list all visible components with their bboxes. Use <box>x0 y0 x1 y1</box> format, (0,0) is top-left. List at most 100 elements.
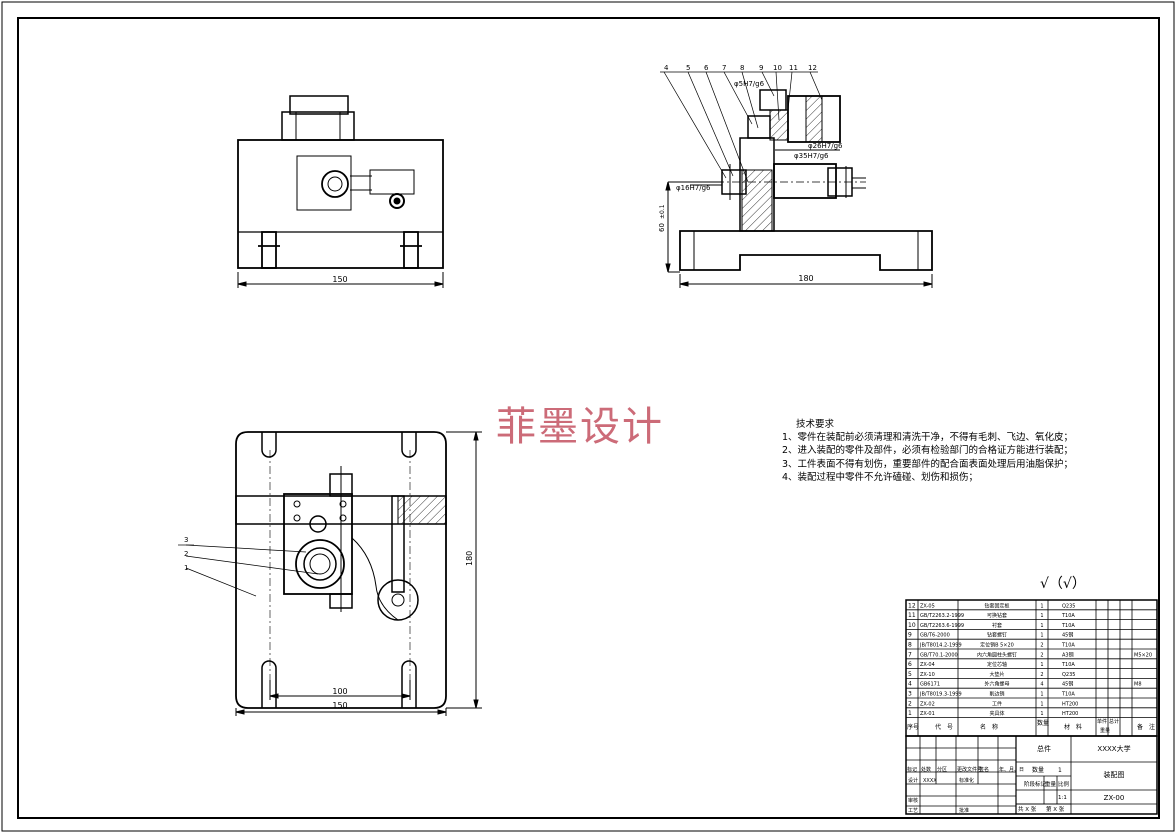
svg-text:装配图: 装配图 <box>1104 770 1125 779</box>
top-balloons: 3 2 1 <box>184 536 188 572</box>
requirement-item: 4、装配过程中零件不允许磕碰、划伤和损伤； <box>782 471 979 483</box>
bom-cell-mat: A3钢 <box>1062 651 1074 658</box>
bom-cell-no: 2 <box>908 700 912 707</box>
bom-cell-mat: T10A <box>1061 662 1075 668</box>
bom-cell-mat: T10A <box>1061 613 1075 619</box>
bom-cell-code: GB6171 <box>920 682 940 688</box>
bom-cell-name: 定位芯轴 <box>987 661 1007 668</box>
bom-cell-mat: T10A <box>1061 692 1075 698</box>
bom-cell-name: 外六角螺母 <box>984 681 1009 688</box>
bom-cell-code: JB/T8014.2-1999 <box>919 643 962 649</box>
bom-cell-name: 定位销B 5×20 <box>980 642 1014 649</box>
svg-text:更改文件号: 更改文件号 <box>957 766 982 773</box>
bom-cell-name: 工件 <box>992 700 1002 707</box>
bom-cell-no: 5 <box>908 671 912 678</box>
bom-cell-code: GB/T2263.2-1999 <box>920 613 964 619</box>
side-balloons: 4 5 6 7 8 9 10 11 12 <box>664 64 817 72</box>
bom-cell-qty: 2 <box>1040 643 1043 649</box>
bom-cell-no: 8 <box>908 642 912 649</box>
bom-cell-no: 3 <box>908 691 912 698</box>
svg-text:比例: 比例 <box>1058 780 1070 788</box>
bom-cell-name: 内六角圆柱头螺钉 <box>977 651 1017 658</box>
fit-label: φ5H7/g6 <box>734 80 765 88</box>
svg-text:名 称: 名 称 <box>980 723 998 731</box>
svg-text:2: 2 <box>184 550 188 558</box>
bom-cell-code: GB/T70.1-2000 <box>920 652 958 658</box>
dim-front-width: 150 <box>332 275 347 284</box>
title-block-text: 总件 XXXX大学 数量 1 装配图 阶段标记 重量 比例 1:1 ZX-00 … <box>907 744 1131 814</box>
svg-text:分区: 分区 <box>937 766 947 773</box>
fit-label: φ35H7/g6 <box>794 152 829 160</box>
svg-text:XXXX: XXXX <box>923 778 937 784</box>
requirement-item: 1、零件在装配前必须清理和清洗干净，不得有毛刺、飞边、氧化皮； <box>782 432 1074 444</box>
svg-text:1: 1 <box>1058 767 1062 774</box>
svg-text:重量: 重量 <box>1045 780 1057 788</box>
bom-cell-mat: HT200 <box>1062 701 1078 707</box>
bom-cell-qty: 1 <box>1040 692 1043 698</box>
svg-text:第 X 张: 第 X 张 <box>1046 805 1065 813</box>
front-view <box>237 95 444 288</box>
bom-cell-code: JB/T8019.3-1999 <box>919 692 962 698</box>
bom-cell-code: GB/T6-2000 <box>920 633 950 639</box>
svg-text:9: 9 <box>759 64 763 72</box>
svg-text:XXXX大学: XXXX大学 <box>1097 744 1130 753</box>
bom-cell-qty: 1 <box>1040 701 1043 707</box>
dim-top-height: 180 <box>465 551 474 566</box>
svg-text:单件: 单件 <box>1097 718 1107 725</box>
bom-cell-no: 12 <box>908 602 916 609</box>
technical-requirements: 技术要求 1、零件在装配前必须清理和清洗干净，不得有毛刺、飞边、氧化皮； 2、进… <box>782 418 1122 484</box>
svg-text:7: 7 <box>722 64 726 72</box>
dim-top-width: 150 <box>332 701 347 710</box>
fit-label: φ16H7/g6 <box>676 184 711 192</box>
bom-cell-mat: T10A <box>1061 623 1075 629</box>
top-view <box>178 431 482 716</box>
bom-cell-qty: 4 <box>1040 682 1043 688</box>
svg-text:总件: 总件 <box>1037 744 1051 753</box>
svg-text:12: 12 <box>808 64 817 72</box>
bom-cell-qty: 1 <box>1040 613 1043 619</box>
bom-cell-qty: 1 <box>1040 633 1043 639</box>
svg-text:总计: 总计 <box>1109 718 1119 725</box>
svg-text:设计: 设计 <box>908 777 918 784</box>
svg-text:11: 11 <box>789 64 798 72</box>
bom-cell-code: ZX-04 <box>920 662 935 668</box>
svg-text:数量: 数量 <box>1032 766 1044 774</box>
surface-roughness-note: √（√） <box>1040 576 1086 592</box>
bom-cell-mat: Q235 <box>1062 672 1075 678</box>
bom-header: 序号 代 号 名 称 数量 材 料 单件 总计 重量 备 注 <box>907 718 1155 734</box>
bom-table <box>905 599 1158 737</box>
svg-text:标准化: 标准化 <box>959 777 974 784</box>
bom-cell-qty: 1 <box>1040 603 1043 609</box>
bom-cell-name: 衬套 <box>992 622 1002 629</box>
bom-cell-mat: Q235 <box>1062 603 1075 609</box>
bom-cell-no: 10 <box>908 622 916 629</box>
bom-cell-qty: 1 <box>1040 711 1043 717</box>
requirements-title: 技术要求 <box>796 419 835 430</box>
bom-cell-no: 9 <box>908 632 912 639</box>
bom-cell-code: ZX-01 <box>920 711 935 717</box>
bom-cell-no: 4 <box>908 681 912 688</box>
svg-text:代 号: 代 号 <box>935 723 953 731</box>
bom-cell-code: GB/T2263.6-1999 <box>920 623 964 629</box>
bom-cell-code: ZX-10 <box>920 672 935 678</box>
requirement-item: 3、工件表面不得有划伤，重要部件的配合面表面处理后用油脂保护； <box>782 458 1074 470</box>
bom-cell-no: 7 <box>908 651 912 658</box>
svg-text:批准: 批准 <box>959 807 969 814</box>
dim-top-inner: 100 <box>332 687 347 696</box>
dim-side-width: 180 <box>798 274 813 283</box>
svg-text:处数: 处数 <box>921 766 931 773</box>
bom-cell-note: M5×20 <box>1134 652 1152 658</box>
svg-text:3: 3 <box>184 536 188 544</box>
bom-cell-note: M8 <box>1134 682 1142 688</box>
bom-cell-name: 削边销 <box>989 691 1004 698</box>
bom-cell-name: 可换钻套 <box>987 612 1007 619</box>
svg-text:共 X 张: 共 X 张 <box>1018 805 1037 813</box>
bom-cell-mat: T10A <box>1061 643 1075 649</box>
bom-cell-code: ZX-05 <box>920 603 935 609</box>
bom-cell-name: 大垫片 <box>989 671 1004 678</box>
bom-cell-name: 夹具体 <box>989 710 1004 717</box>
bom-cell-mat: HT200 <box>1062 711 1078 717</box>
svg-text:8: 8 <box>740 64 744 72</box>
svg-text:1: 1 <box>184 564 188 572</box>
